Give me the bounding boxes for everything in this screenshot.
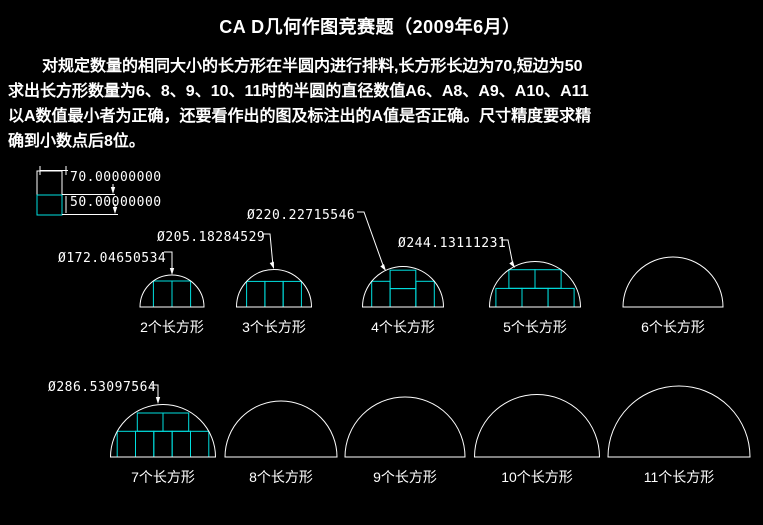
semicircle-outline: [139, 274, 205, 308]
semicircle-outline: [109, 404, 217, 458]
diameter-label: Ø220.22715546: [247, 208, 355, 223]
sample-rectangle-cyan: [36, 194, 63, 216]
packed-rectangle: [371, 280, 391, 308]
packed-rectangle: [135, 430, 155, 458]
semicircle-figure-11-rects: 11个长方形: [607, 385, 751, 485]
leader-arrowhead-icon: [155, 397, 161, 404]
diameter-annotation: Ø205.18284529: [157, 230, 274, 267]
packed-rectangle: [116, 430, 136, 458]
statement-line-3: 以A数值最小者为正确，还要看作出的图及标注出的A值是否正确。尺寸精度要求精: [8, 108, 592, 125]
rectangle-dimension-key: 70.00000000 50.00000000: [36, 166, 162, 216]
packed-rectangle: [495, 287, 523, 308]
semicircle-outline: [235, 269, 313, 308]
statement-line-2: 求出长方形数量为6、8、9、10、11时的半圆的直径数值A6、A8、A9、A10…: [8, 83, 589, 100]
leader-line: [501, 239, 514, 266]
packed-rectangle: [153, 430, 173, 458]
packed-rectangle: [190, 430, 210, 458]
figure-count-label: 2个长方形: [140, 319, 204, 335]
semicircle-figure-2-rects: 2个长方形: [139, 274, 205, 335]
figure-count-label: 7个长方形: [131, 469, 195, 485]
leader-line: [164, 251, 173, 272]
semicircle-figure-3-rects: 3个长方形: [235, 269, 313, 335]
diameter-annotation: Ø172.04650534: [58, 251, 173, 272]
statement-line-1: 对规定数量的相同大小的长方形在半圆内进行排料,长方形长边为70,短边为50: [42, 58, 583, 75]
packed-rectangle: [152, 280, 173, 308]
diameter-annotation: Ø220.22715546: [247, 208, 385, 269]
semicircle-figure-4-rects: 4个长方形: [361, 266, 445, 335]
packed-rectangle: [282, 280, 302, 308]
dim-arrowhead-icon: [112, 207, 118, 214]
semicircle-figure-7-rects: 7个长方形: [109, 404, 217, 485]
packed-rectangle: [521, 287, 549, 308]
problem-statement: 对规定数量的相同大小的长方形在半圆内进行排料,长方形长边为70,短边为50 求出…: [8, 54, 758, 154]
semicircle-figure-5-rects: 5个长方形: [488, 261, 582, 335]
packed-rectangle: [162, 412, 190, 432]
page-title: CA D几何作图竞赛题（2009年6月）: [219, 17, 521, 37]
packed-rectangle: [534, 269, 562, 289]
diameter-annotation: Ø286.53097564: [48, 380, 159, 400]
packed-rectangle: [264, 280, 284, 308]
leader-line: [150, 384, 159, 400]
leader-arrowhead-icon: [169, 268, 175, 275]
leader-line: [357, 211, 385, 269]
packed-rectangle: [508, 269, 536, 289]
packed-rectangle: [389, 288, 417, 308]
figure-count-label: 4个长方形: [371, 319, 435, 335]
figure-count-label: 9个长方形: [373, 469, 437, 485]
semicircle-outline: [622, 256, 724, 308]
leader-line: [262, 233, 274, 267]
figure-count-label: 8个长方形: [249, 469, 313, 485]
semicircle-figure-9-rects: 9个长方形: [344, 396, 466, 485]
figure-count-label: 6个长方形: [641, 319, 705, 335]
semicircle-outline: [344, 396, 466, 458]
figure-count-label: 5个长方形: [503, 319, 567, 335]
packed-rectangle: [171, 280, 192, 308]
semicircle-outline: [361, 266, 445, 308]
leader-arrowhead-icon: [509, 260, 515, 268]
diameter-label: Ø286.53097564: [48, 380, 156, 395]
sample-rectangle-outline: [36, 170, 63, 196]
semicircle-outline: [473, 394, 601, 458]
semicircle-figure-6-rects: 6个长方形: [622, 256, 724, 335]
figure-count-label: 3个长方形: [242, 319, 306, 335]
leader-arrowhead-icon: [269, 261, 274, 269]
packed-rectangle: [136, 412, 164, 432]
dim-height-label: 50.00000000: [70, 195, 162, 210]
semicircle-outline: [488, 261, 582, 308]
dim-arrowhead-icon: [110, 187, 116, 194]
semicircle-outline: [607, 385, 751, 458]
packed-rectangle: [389, 269, 417, 290]
diameter-annotation: Ø244.13111231: [398, 236, 514, 266]
figure-count-label: 10个长方形: [501, 469, 573, 485]
semicircle-figure-8-rects: 8个长方形: [224, 400, 338, 485]
diameter-label: Ø172.04650534: [58, 251, 166, 266]
diameter-label: Ø205.18284529: [157, 230, 265, 245]
diameter-label: Ø244.13111231: [398, 236, 506, 251]
semicircle-figure-10-rects: 10个长方形: [473, 394, 601, 485]
figure-count-label: 11个长方形: [644, 469, 715, 485]
packed-rectangle: [415, 280, 435, 308]
packed-rectangle: [547, 287, 575, 308]
statement-line-4: 确到小数点后8位。: [8, 133, 145, 150]
leader-arrowhead-icon: [380, 263, 386, 271]
dim-width-label: 70.00000000: [70, 170, 162, 185]
packed-rectangle: [171, 430, 191, 458]
semicircle-outline: [224, 400, 338, 458]
packed-rectangle: [246, 280, 266, 308]
